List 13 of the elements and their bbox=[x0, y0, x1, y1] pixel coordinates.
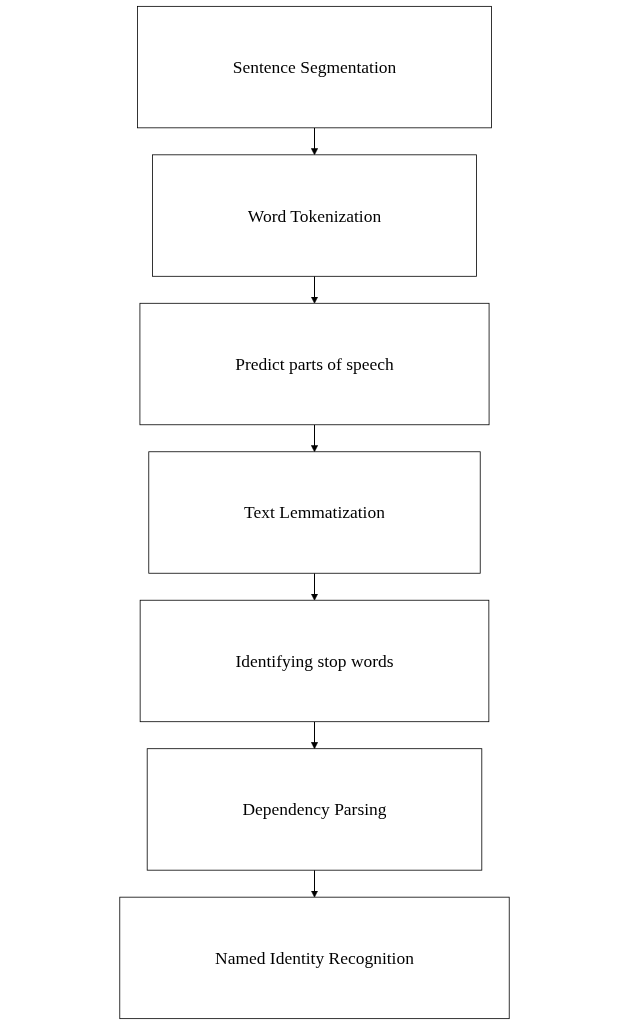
node-box: Named Identity Recognition bbox=[119, 896, 510, 1020]
node-box: Sentence Segmentation bbox=[137, 5, 492, 129]
node-box: Word Tokenization bbox=[152, 154, 477, 277]
arrow bbox=[311, 572, 318, 601]
arrow bbox=[311, 721, 318, 749]
node-box: Dependency Parsing bbox=[146, 748, 483, 871]
arrow bbox=[311, 869, 318, 898]
node-box: Text Lemmatization bbox=[148, 451, 481, 574]
node-box: Predict parts of speech bbox=[139, 302, 490, 426]
arrow bbox=[311, 275, 318, 304]
arrow bbox=[311, 127, 318, 156]
node-box: Identifying stop words bbox=[139, 599, 490, 723]
arrow bbox=[311, 424, 318, 453]
